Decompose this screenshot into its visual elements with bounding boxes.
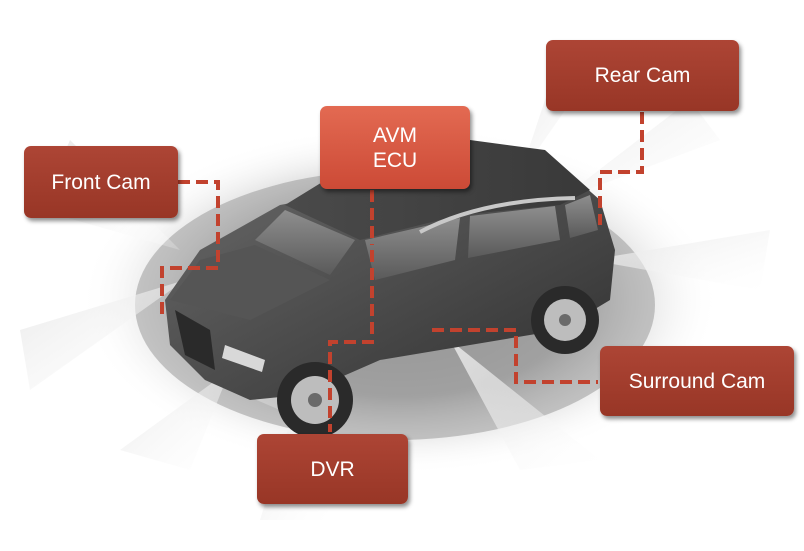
connector-dvr xyxy=(328,250,374,432)
surround-cam-box: Surround Cam xyxy=(600,346,794,416)
avm-ecu-box: AVM ECU xyxy=(320,106,470,189)
connector-front-cam xyxy=(160,180,220,320)
suv-car-illustration xyxy=(165,140,615,438)
rear-cam-box: Rear Cam xyxy=(546,40,739,111)
surround-cam-label: Surround Cam xyxy=(628,369,766,393)
camera-beams xyxy=(20,55,770,520)
connector-rear-cam xyxy=(598,112,644,225)
connector-surround-cam xyxy=(432,328,598,384)
dvr-label: DVR xyxy=(310,457,355,481)
rear-cam-label: Rear Cam xyxy=(594,64,691,87)
front-cam-label: Front Cam xyxy=(51,170,151,194)
front-cam-box: Front Cam xyxy=(24,146,178,218)
dvr-box: DVR xyxy=(257,434,408,504)
avm-ecu-label-line2: ECU xyxy=(372,148,418,172)
connector-lines xyxy=(160,112,644,432)
avm-ecu-label-line1: AVM xyxy=(373,123,417,147)
